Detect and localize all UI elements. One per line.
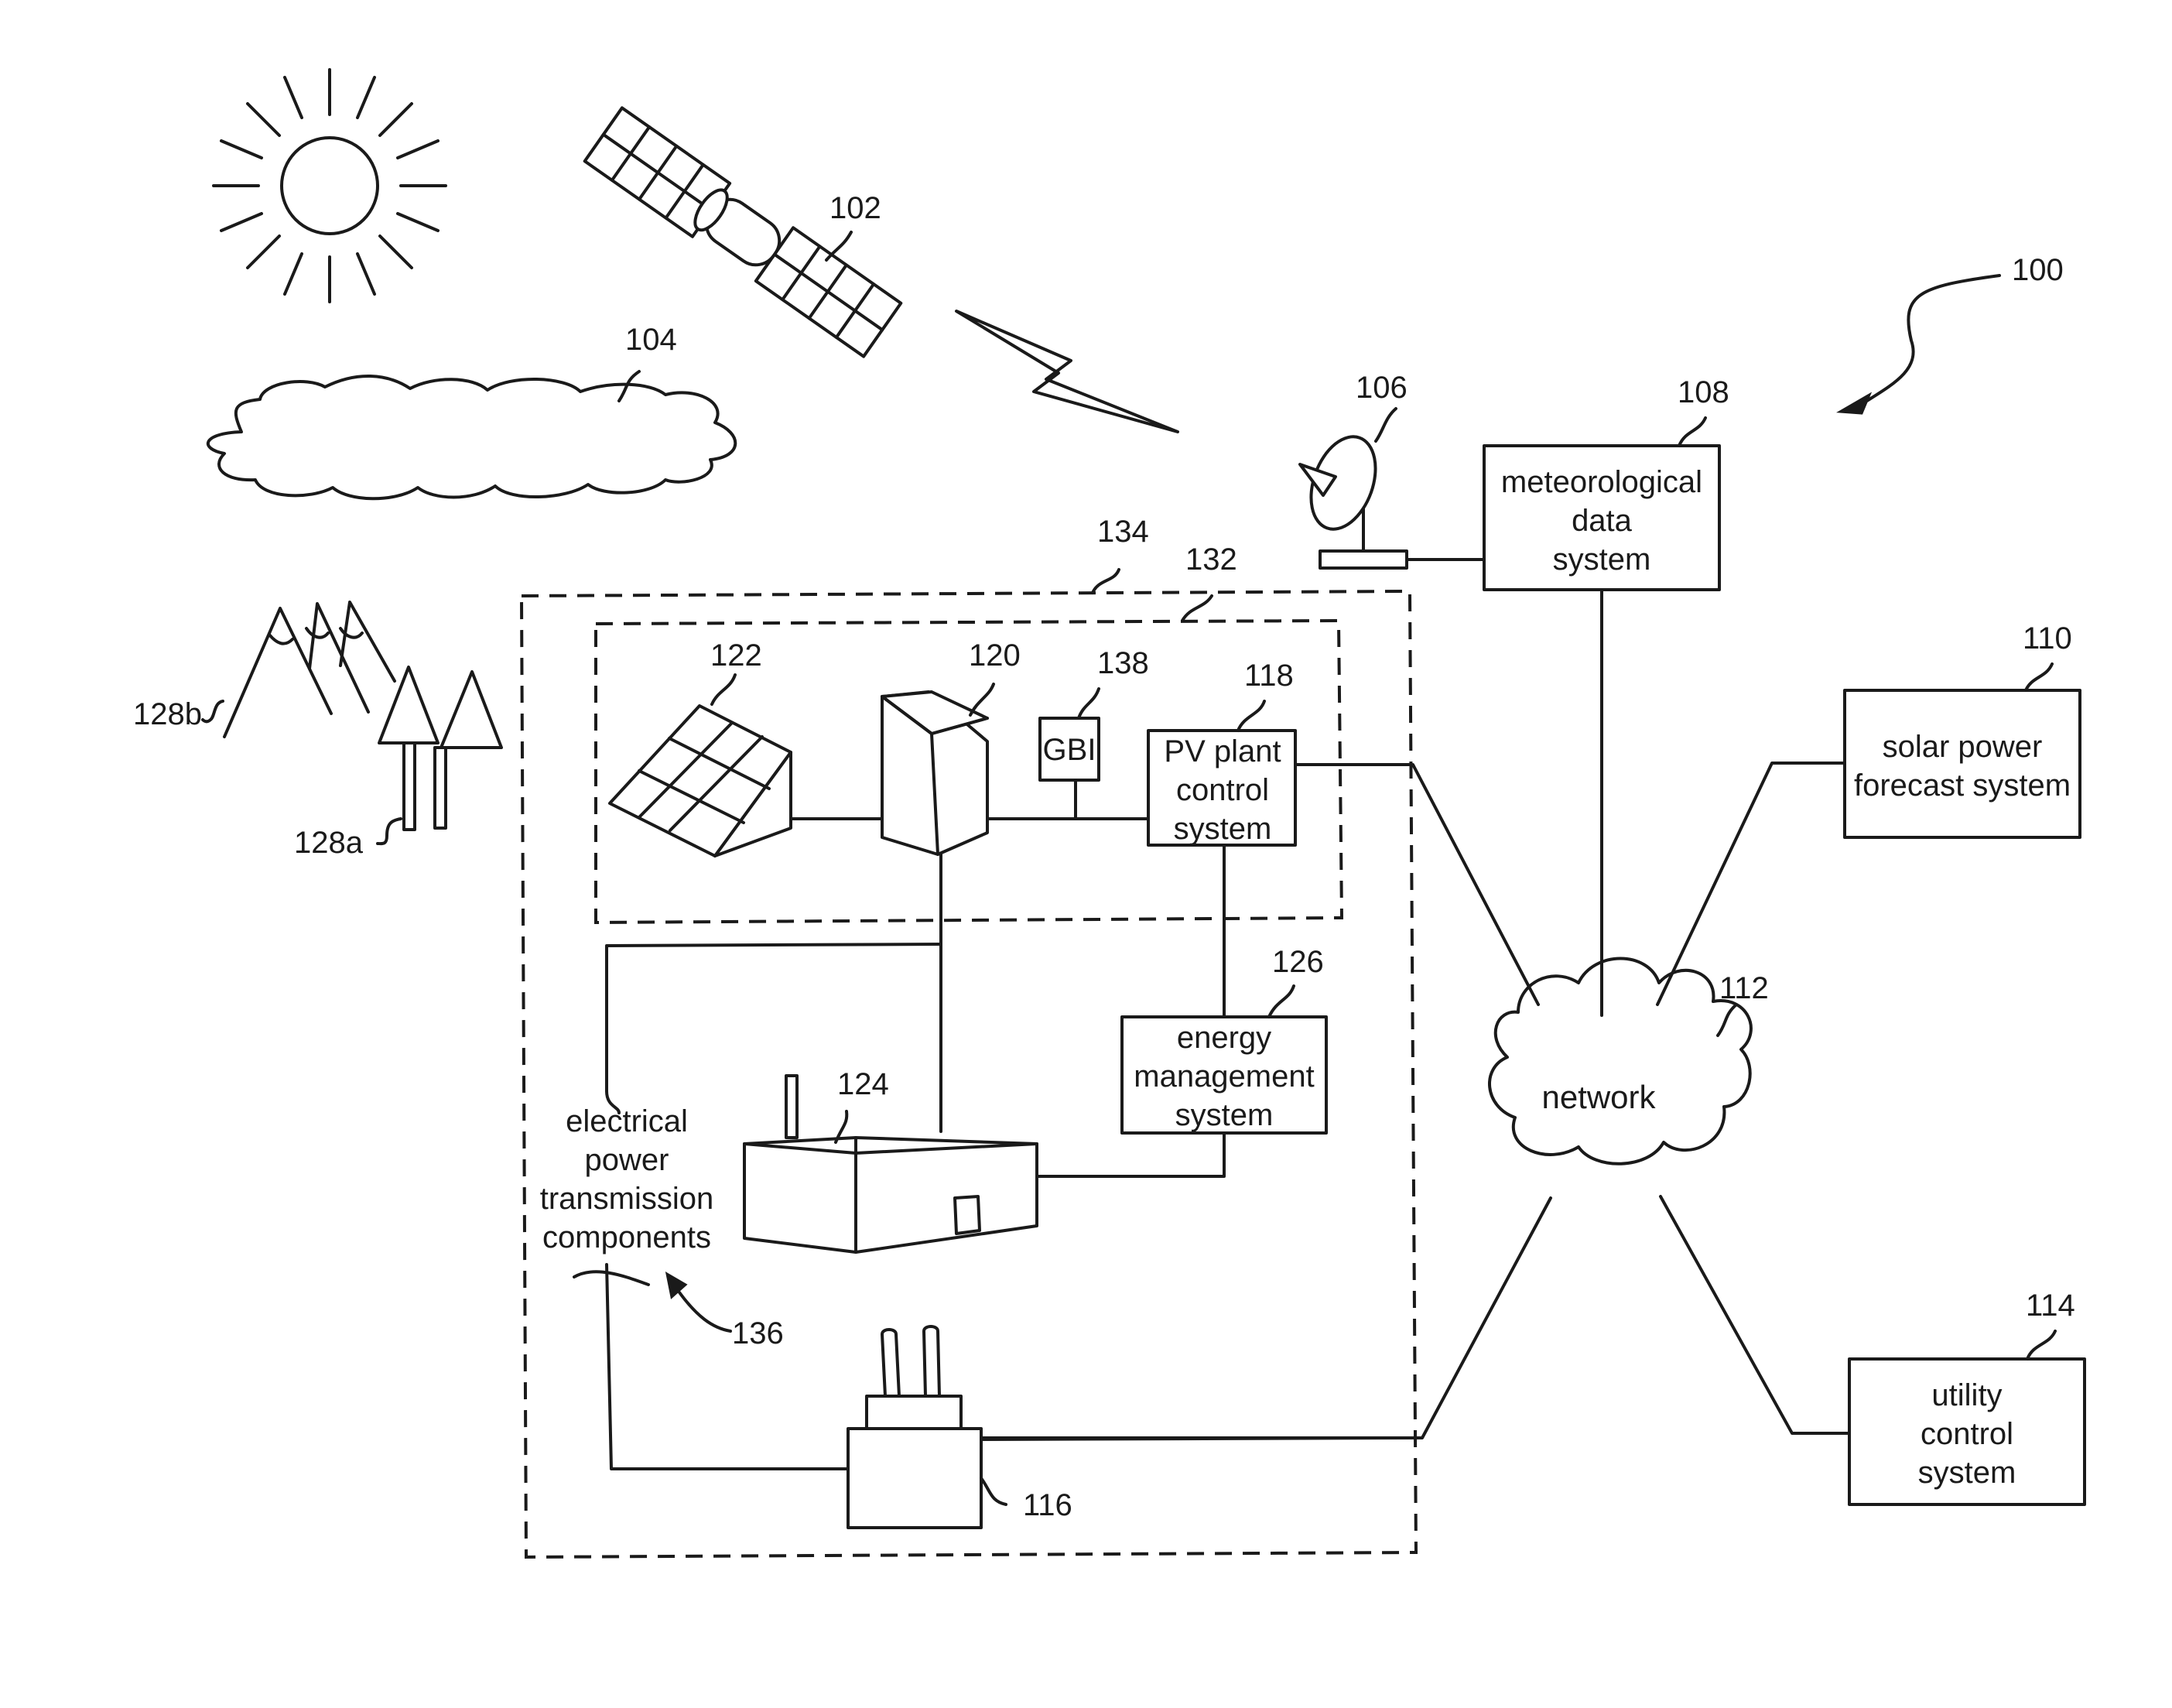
- ref-120: 120: [969, 638, 1021, 673]
- ref-126: 126: [1272, 945, 1324, 979]
- ref-102: 102: [829, 191, 881, 225]
- energy-mgmt-line-2: management: [1134, 1059, 1314, 1094]
- ref-122: 122: [710, 638, 762, 673]
- solar-power-forecast-system-box[interactable]: [1845, 690, 2080, 837]
- gbi-label: GBI: [1043, 733, 1096, 767]
- meteorological-line-1: meteorological: [1501, 465, 1702, 499]
- pv-control-line-1: PV plant: [1164, 734, 1281, 768]
- ref-124: 124: [837, 1067, 889, 1101]
- forecast-line-1: solar power: [1883, 730, 2043, 764]
- trees-leader: [378, 819, 401, 844]
- ref-116: 116: [1023, 1488, 1072, 1522]
- ref-132: 132: [1185, 543, 1237, 577]
- energy-mgmt-line-1: energy: [1177, 1021, 1271, 1055]
- meteorological-leader: [1679, 418, 1705, 446]
- antenna-icon: [1299, 428, 1484, 568]
- transmission-arrow: [667, 1274, 730, 1331]
- transmission-line-1: electrical: [566, 1104, 688, 1138]
- satellite-leader: [826, 232, 851, 260]
- figure-ref-arrow: [1840, 276, 1999, 413]
- transmission-line-2: power: [585, 1143, 669, 1177]
- antenna-leader: [1376, 409, 1396, 441]
- ref-104: 104: [625, 323, 677, 357]
- cloud-icon: [208, 376, 735, 498]
- lightning-bolt-icon: [956, 311, 1178, 432]
- solar-panel-leader: [712, 675, 735, 704]
- mountains-leader: [203, 701, 223, 721]
- ref-136: 136: [732, 1316, 784, 1350]
- ref-108: 108: [1678, 375, 1729, 409]
- satellite-icon: [585, 108, 901, 356]
- inverter-leader: [970, 684, 994, 715]
- mountains-icon: [224, 602, 395, 737]
- sun-icon: [214, 70, 446, 302]
- utility-line-3: system: [1918, 1456, 2016, 1490]
- ref-128a: 128a: [294, 826, 364, 860]
- pv-control-line-2: control: [1176, 773, 1269, 807]
- pv-plant-boundary-leader: [1182, 596, 1212, 621]
- gbi-leader: [1079, 689, 1099, 718]
- ref-134: 134: [1097, 515, 1149, 549]
- pv-control-leader: [1238, 701, 1264, 731]
- facility-boundary-leader: [1093, 570, 1119, 593]
- ref-118: 118: [1244, 659, 1294, 693]
- ref-138: 138: [1097, 646, 1149, 680]
- ref-114: 114: [2026, 1289, 2075, 1323]
- network-label: network: [1541, 1079, 1656, 1115]
- energy-mgmt-leader: [1269, 986, 1294, 1017]
- trees-icon: [379, 667, 501, 830]
- forecast-line-2: forecast system: [1854, 768, 2071, 803]
- substation-leader: [981, 1478, 1006, 1504]
- inverter-icon: [882, 692, 987, 854]
- ref-128b: 128b: [133, 697, 202, 731]
- energy-mgmt-line-3: system: [1175, 1098, 1274, 1132]
- utility-leader: [2027, 1331, 2055, 1359]
- load-building-icon: [744, 1076, 1037, 1252]
- ref-110: 110: [2023, 621, 2072, 655]
- forecast-leader: [2026, 664, 2052, 690]
- utility-line-2: control: [1921, 1417, 2013, 1451]
- substation-connection: [981, 1438, 1416, 1439]
- substation-icon: [848, 1326, 981, 1528]
- transmission-brace-bottom: [574, 1272, 648, 1285]
- pv-control-line-3: system: [1174, 812, 1272, 846]
- meteorological-line-2: data: [1572, 504, 1633, 538]
- ref-106: 106: [1356, 371, 1408, 405]
- meteorological-line-3: system: [1553, 543, 1651, 577]
- transmission-line-3: transmission: [540, 1182, 714, 1216]
- transmission-line-4: components: [542, 1220, 711, 1254]
- ref-100: 100: [2012, 253, 2064, 287]
- utility-line-1: utility: [1931, 1378, 2002, 1412]
- solar-panel-icon: [610, 706, 791, 856]
- ref-112: 112: [1719, 971, 1769, 1005]
